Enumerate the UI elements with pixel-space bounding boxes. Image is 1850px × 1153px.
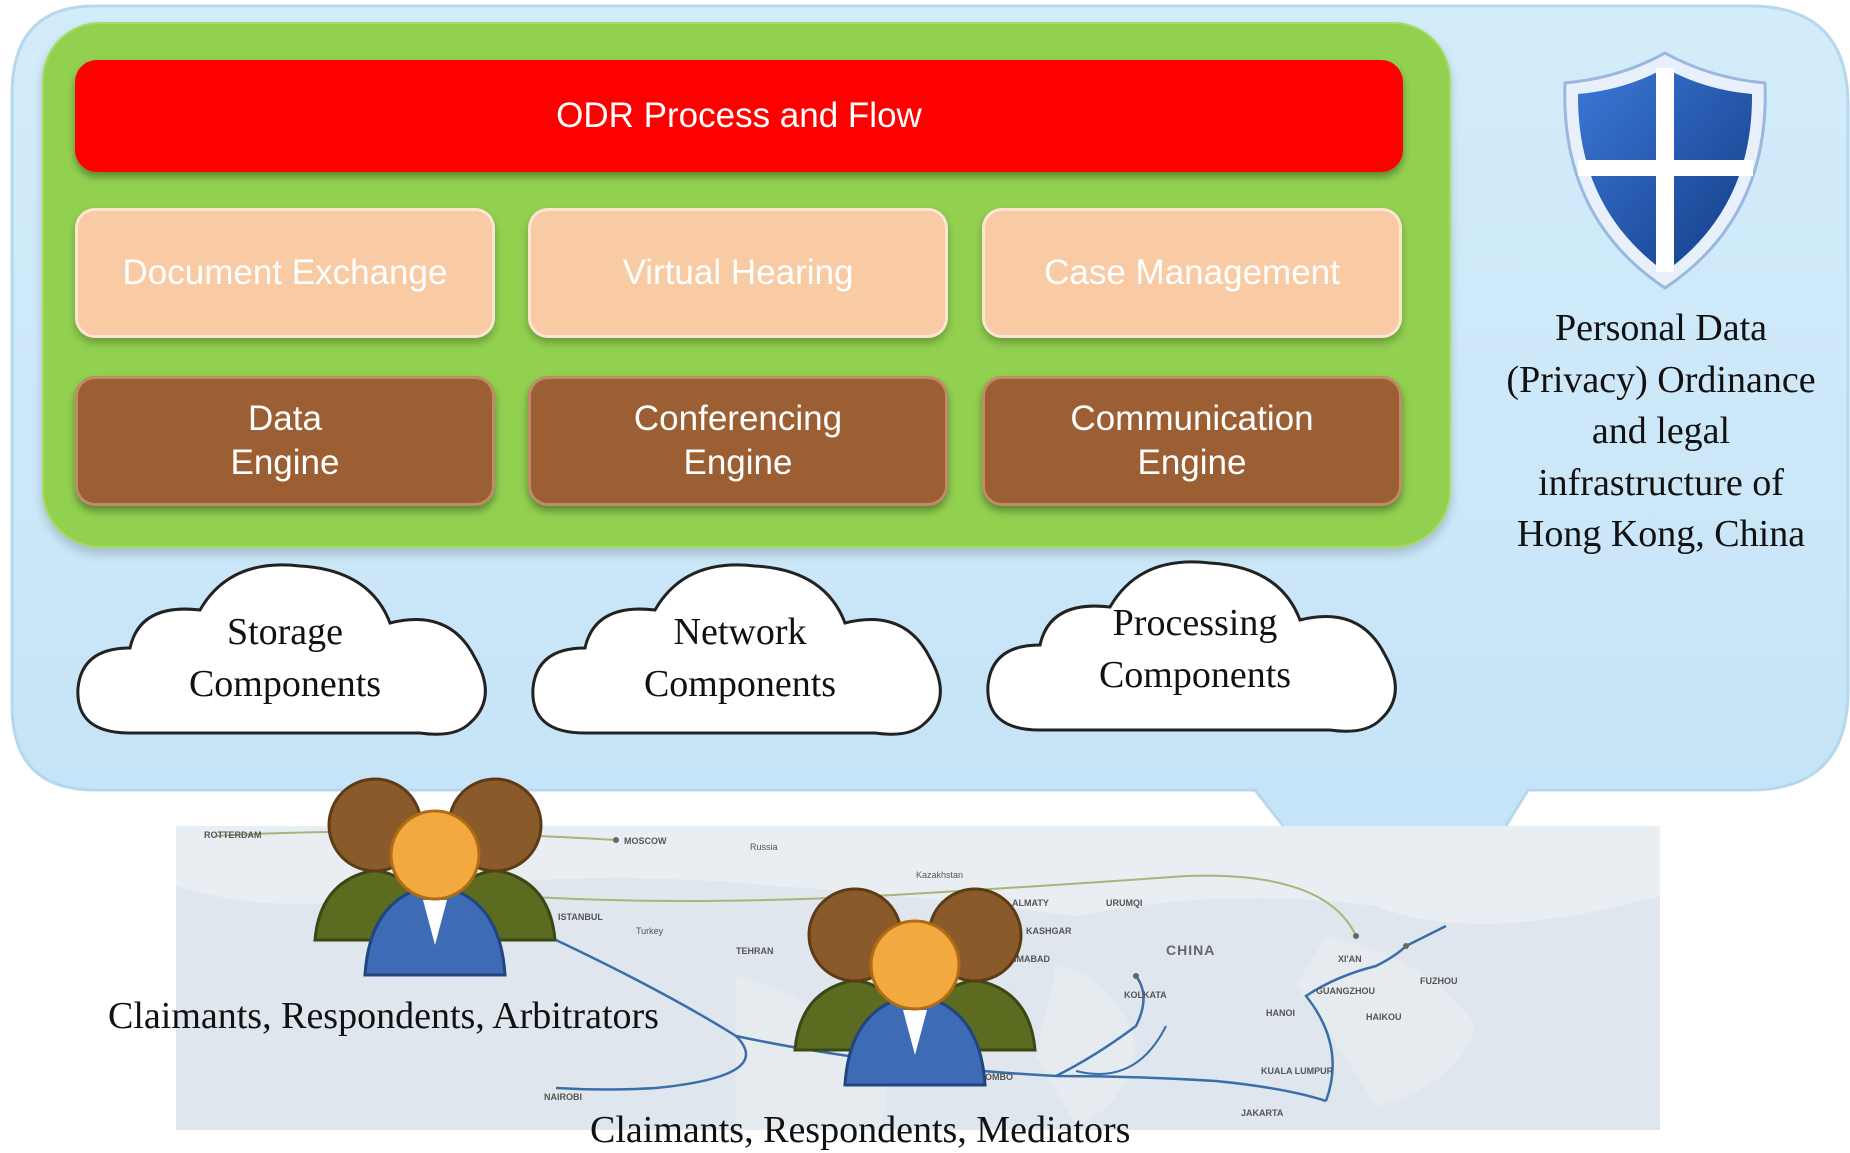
engine-label-line2: Engine — [1137, 443, 1247, 482]
map-label-russia: Russia — [750, 842, 778, 852]
service-document-exchange: Document Exchange — [75, 208, 495, 338]
user-group-mediators-label: Claimants, Respondents, Mediators — [590, 1109, 1131, 1151]
service-case-management: Case Management — [982, 208, 1402, 338]
user-front — [843, 919, 987, 1087]
cloud-icon — [76, 563, 487, 736]
map-label-kashgar: KASHGAR — [1026, 926, 1072, 936]
service-virtual-hearing: Virtual Hearing — [528, 208, 948, 338]
map-label-tehran: TEHRAN — [736, 946, 774, 956]
service-label: Document Exchange — [122, 253, 448, 292]
cloud-label-line2: Components — [643, 663, 837, 705]
service-label: Case Management — [1044, 253, 1340, 292]
conferencing-engine-box: Conferencing Engine — [528, 376, 948, 506]
odr-process-bar: ODR Process and Flow — [75, 60, 1403, 172]
privacy-line: Hong Kong, China — [1516, 513, 1806, 555]
map-label-colombo: COLOMBO — [966, 1072, 1013, 1082]
cloud-label-line1: Storage — [226, 611, 344, 653]
user-group-icon — [313, 777, 557, 977]
service-label: Virtual Hearing — [622, 253, 854, 292]
privacy-line: (Privacy) Ordinance — [1506, 358, 1816, 401]
map-label-kazakhstan: Kazakhstan — [916, 870, 964, 880]
user-front — [363, 809, 507, 977]
map-label-islamabad: ISLAMABAD — [996, 954, 1050, 964]
map-label-jakarta: JAKARTA — [1241, 1108, 1284, 1118]
cloud-icon — [986, 560, 1397, 733]
engine-label-line1: Data — [248, 399, 322, 438]
map-label-rotterdam: ROTTERDAM — [204, 830, 262, 840]
privacy-ordinance-text: Personal Data (Privacy) Ordinance and le… — [1478, 303, 1844, 561]
map-label-istanbul: ISTANBUL — [558, 912, 603, 922]
map-label-china: CHINA — [1166, 942, 1216, 958]
user-group-icon — [793, 887, 1037, 1087]
storage-components-cloud: Storage Components — [70, 548, 500, 748]
map-label-moscow: MOSCOW — [624, 836, 667, 846]
map-label-turkey: Turkey — [636, 926, 664, 936]
shield-icon — [1563, 51, 1767, 290]
data-engine-box: Data Engine — [75, 376, 495, 506]
processing-components-cloud: Processing Components — [980, 545, 1410, 745]
map-label-guangzhou: GUANGZHOU — [1316, 986, 1375, 996]
cloud-label-line1: Network — [673, 611, 807, 653]
privacy-line: Personal Data — [1554, 307, 1768, 349]
network-components-cloud: Network Components — [525, 548, 955, 748]
cloud-icon — [531, 563, 942, 736]
odr-process-title: ODR Process and Flow — [556, 96, 922, 135]
map-label-fuzhou: FUZHOU — [1420, 976, 1458, 986]
map-label-urumqi: URUMQI — [1106, 898, 1143, 908]
engine-label-line1: Communication — [1070, 399, 1314, 438]
map-label-haikou: HAIKOU — [1366, 1012, 1402, 1022]
map-label-nairobi: NAIROBI — [544, 1092, 582, 1102]
communication-engine-box: Communication Engine — [982, 376, 1402, 506]
map-label-xian: XI'AN — [1338, 954, 1362, 964]
map-label-kolkata: KOLKATA — [1124, 990, 1167, 1000]
privacy-line: infrastructure of — [1538, 461, 1784, 504]
map-label-hanoi: HANOI — [1266, 1008, 1295, 1018]
engine-label-line2: Engine — [230, 443, 340, 482]
engine-label-line1: Conferencing — [633, 399, 843, 438]
user-group-arbitrators-label: Claimants, Respondents, Arbitrators — [108, 995, 659, 1037]
cloud-label-line1: Processing — [1112, 602, 1278, 644]
cloud-label-line2: Components — [188, 663, 382, 705]
map-label-kuala-lumpur: KUALA LUMPUR — [1261, 1066, 1334, 1076]
engine-label-line2: Engine — [683, 443, 793, 482]
privacy-line: and legal — [1591, 410, 1731, 452]
map-label-almaty: ALMATY — [1012, 898, 1049, 908]
cloud-label-line2: Components — [1098, 654, 1292, 696]
